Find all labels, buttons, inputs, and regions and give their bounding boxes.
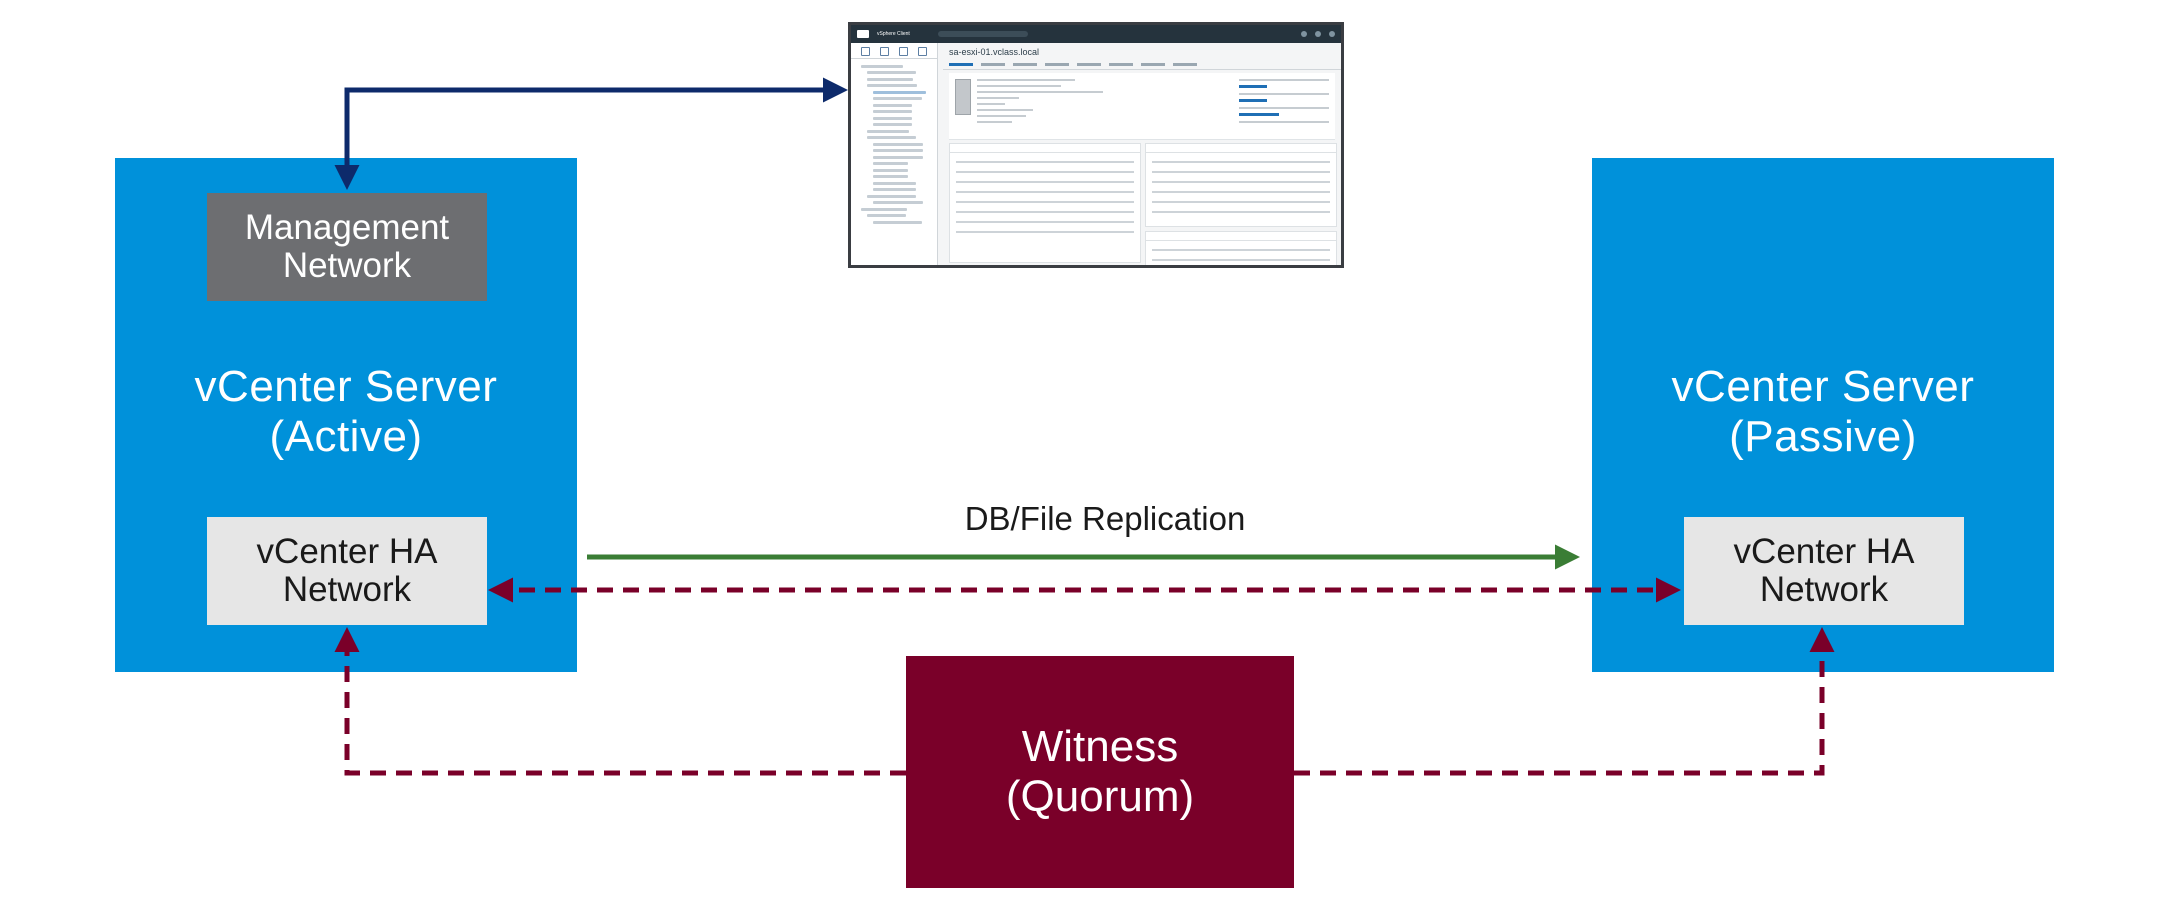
help-icon xyxy=(1315,31,1321,37)
client-search-bar xyxy=(937,31,1028,37)
client-host-summary: sa-esxi-01.vclass.local xyxy=(943,43,1341,265)
active-server-title-line2: (Active) xyxy=(269,412,423,461)
management-network-box: Management Network xyxy=(207,193,487,301)
management-network-line1: Management xyxy=(244,208,450,247)
client-tab-strip xyxy=(943,59,1341,70)
server-icon xyxy=(955,79,971,115)
client-app-name: vSphere Client xyxy=(877,31,910,37)
replication-label: DB/File Replication xyxy=(964,500,1246,537)
client-related-objects-panel xyxy=(1145,231,1337,265)
client-topbar: vSphere Client xyxy=(851,25,1341,43)
active-ha-network-line1: vCenter HA xyxy=(256,532,438,571)
passive-ha-network-box: vCenter HA Network xyxy=(1684,517,1964,625)
vsphere-client-screenshot: vSphere Client xyxy=(848,22,1344,268)
management-link-arrow xyxy=(334,77,848,190)
management-network-line2: Network xyxy=(282,246,412,285)
witness-title-line1: Witness xyxy=(1021,722,1179,771)
passive-server-title-line1: vCenter Server xyxy=(1671,362,1975,411)
passive-server-title: vCenter Server (Passive) xyxy=(1592,362,2054,462)
active-ha-network-line2: Network xyxy=(282,570,412,609)
passive-ha-network-line2: Network xyxy=(1759,570,1889,609)
hosts-clusters-icon xyxy=(861,47,870,56)
user-icon xyxy=(1329,31,1335,37)
storage-icon xyxy=(899,47,908,56)
vms-templates-icon xyxy=(880,47,889,56)
witness-title-line2: (Quorum) xyxy=(1005,772,1195,821)
passive-server-title-line2: (Passive) xyxy=(1729,412,1917,461)
active-ha-network-box: vCenter HA Network xyxy=(207,517,487,625)
witness-link-passive xyxy=(1294,627,1835,776)
client-host-title: sa-esxi-01.vclass.local xyxy=(949,47,1040,57)
witness-box: Witness (Quorum) xyxy=(906,656,1294,888)
vmware-logo-icon xyxy=(857,30,869,38)
passive-ha-network-line1: vCenter HA xyxy=(1733,532,1915,571)
client-summary-panel xyxy=(949,73,1335,140)
networking-icon xyxy=(918,47,927,56)
client-hardware-panel xyxy=(949,143,1141,263)
witness-link-active xyxy=(334,627,906,776)
client-inventory-tree xyxy=(851,43,938,265)
client-configuration-panel xyxy=(1145,143,1337,227)
active-server-title-line1: vCenter Server xyxy=(194,362,498,411)
refresh-icon xyxy=(1301,31,1307,37)
active-server-title: vCenter Server (Active) xyxy=(115,362,577,462)
